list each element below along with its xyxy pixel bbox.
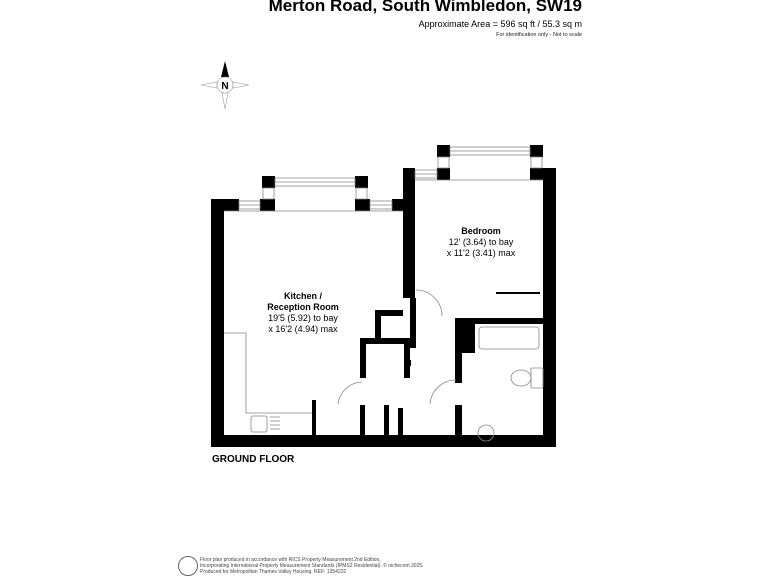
windows <box>238 146 543 210</box>
room-label-bedroom: Bedroom 12' (3.64) to bay x 11'2 (3.41) … <box>446 226 516 258</box>
approximate-area: Approximate Area = 596 sq ft / 55.3 sq m <box>418 19 582 29</box>
walls <box>211 145 556 447</box>
room-label-kitchen: Kitchen / Reception Room 19'5 (5.92) to … <box>267 291 339 334</box>
info-icon <box>178 556 198 576</box>
property-title: Merton Road, South Wimbledon, SW19 <box>268 0 582 15</box>
fixtures <box>224 179 544 442</box>
floor-label: GROUND FLOOR <box>212 454 295 465</box>
svg-text:N: N <box>221 81 228 92</box>
north-arrow-icon <box>200 61 250 110</box>
footer-text: Floor plan produced in accordance with R… <box>200 557 424 575</box>
scale-note: For identification only - Not to scale <box>496 32 582 38</box>
